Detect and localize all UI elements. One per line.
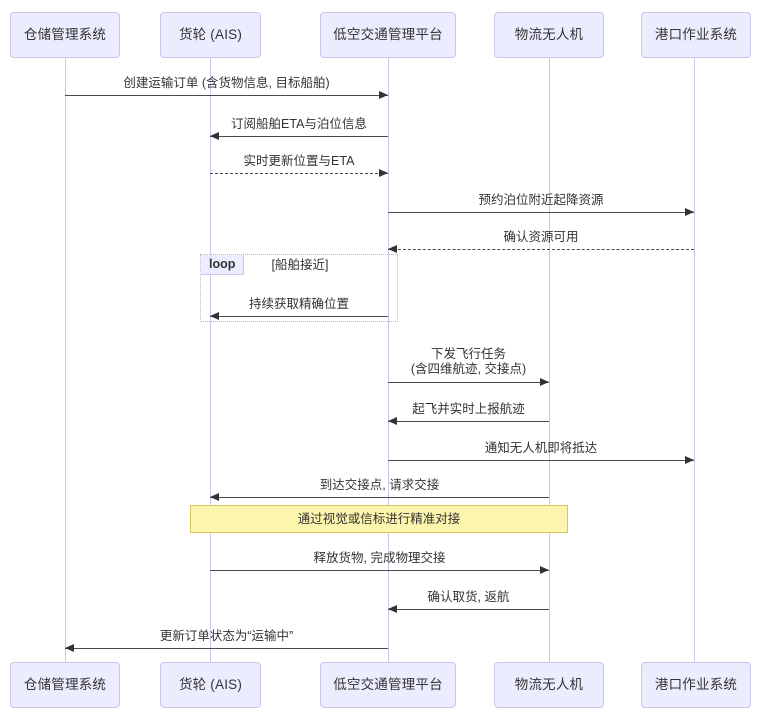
participant-top-wms[interactable]: 仓储管理系统 bbox=[10, 12, 120, 58]
participant-label: 货轮 (AIS) bbox=[178, 676, 243, 692]
participant-bottom-wms[interactable]: 仓储管理系统 bbox=[10, 662, 120, 708]
participant-top-ship[interactable]: 货轮 (AIS) bbox=[160, 12, 261, 58]
message-line bbox=[210, 136, 388, 137]
message-label: 到达交接点, 请求交接 bbox=[319, 478, 440, 492]
lifeline-ship bbox=[210, 58, 211, 662]
participant-label: 仓储管理系统 bbox=[23, 26, 107, 42]
participant-label: 物流无人机 bbox=[514, 676, 584, 692]
message-line bbox=[388, 460, 694, 461]
message-line bbox=[388, 249, 694, 250]
message-label: 下发飞行任务 (含四维航迹, 交接点) bbox=[410, 347, 527, 376]
message-label: 确认资源可用 bbox=[503, 230, 579, 244]
participant-top-drone[interactable]: 物流无人机 bbox=[494, 12, 604, 58]
message-label: 创建运输订单 (含货物信息, 目标船舶) bbox=[123, 76, 330, 90]
participant-bottom-uatm[interactable]: 低空交通管理平台 bbox=[320, 662, 456, 708]
message-label: 起飞并实时上报航迹 bbox=[412, 402, 525, 416]
arrow-head-left-icon bbox=[210, 311, 219, 320]
message-label: 订阅船舶ETA与泊位信息 bbox=[231, 117, 367, 131]
lifeline-wms bbox=[65, 58, 66, 662]
lifeline-drone bbox=[549, 58, 550, 662]
message-label: 确认取货, 返航 bbox=[427, 590, 510, 604]
message-line bbox=[210, 497, 549, 498]
arrow-head-right-icon bbox=[685, 455, 694, 464]
participant-label: 仓储管理系统 bbox=[23, 676, 107, 692]
arrow-head-left-icon bbox=[388, 604, 397, 613]
participant-label: 港口作业系统 bbox=[654, 676, 738, 692]
participant-bottom-ship[interactable]: 货轮 (AIS) bbox=[160, 662, 261, 708]
message-line bbox=[388, 421, 549, 422]
message-label: 通知无人机即将抵达 bbox=[484, 441, 598, 455]
note-box: 通过视觉或信标进行精准对接 bbox=[190, 505, 568, 533]
fragment-loop: loop [船舶接近] bbox=[200, 254, 398, 322]
participant-label: 物流无人机 bbox=[514, 26, 584, 42]
message-line bbox=[65, 648, 388, 649]
arrow-head-right-icon bbox=[540, 565, 549, 574]
message-label: 更新订单状态为“运输中” bbox=[159, 629, 294, 643]
participant-label: 港口作业系统 bbox=[654, 26, 738, 42]
message-line bbox=[388, 609, 549, 610]
arrow-head-left-icon bbox=[388, 244, 397, 253]
message-line bbox=[388, 382, 549, 383]
arrow-head-right-icon bbox=[379, 90, 388, 99]
fragment-tag-label: loop bbox=[201, 255, 245, 275]
message-line bbox=[210, 173, 388, 174]
arrow-head-left-icon bbox=[210, 492, 219, 501]
participant-label: 低空交通管理平台 bbox=[333, 676, 443, 692]
participant-label: 货轮 (AIS) bbox=[178, 26, 243, 42]
arrow-head-left-icon bbox=[65, 643, 74, 652]
message-label: 预约泊位附近起降资源 bbox=[478, 193, 604, 207]
participant-bottom-port[interactable]: 港口作业系统 bbox=[641, 662, 751, 708]
note-label: 通过视觉或信标进行精准对接 bbox=[297, 511, 461, 526]
participant-bottom-drone[interactable]: 物流无人机 bbox=[494, 662, 604, 708]
lifeline-port bbox=[694, 58, 695, 662]
participant-top-port[interactable]: 港口作业系统 bbox=[641, 12, 751, 58]
message-line bbox=[210, 570, 549, 571]
arrow-head-right-icon bbox=[379, 168, 388, 177]
message-label: 持续获取精确位置 bbox=[248, 297, 349, 311]
participant-label: 低空交通管理平台 bbox=[333, 26, 443, 42]
participant-top-uatm[interactable]: 低空交通管理平台 bbox=[320, 12, 456, 58]
arrow-head-right-icon bbox=[685, 207, 694, 216]
message-line bbox=[210, 316, 388, 317]
fragment-condition-label: [船舶接近] bbox=[271, 258, 329, 272]
arrow-head-left-icon bbox=[210, 131, 219, 140]
message-label: 释放货物, 完成物理交接 bbox=[313, 551, 446, 565]
message-line bbox=[388, 212, 694, 213]
message-line bbox=[65, 95, 388, 96]
arrow-head-left-icon bbox=[388, 416, 397, 425]
message-label: 实时更新位置与ETA bbox=[243, 154, 355, 168]
lifeline-uatm bbox=[388, 58, 389, 662]
arrow-head-right-icon bbox=[540, 377, 549, 386]
